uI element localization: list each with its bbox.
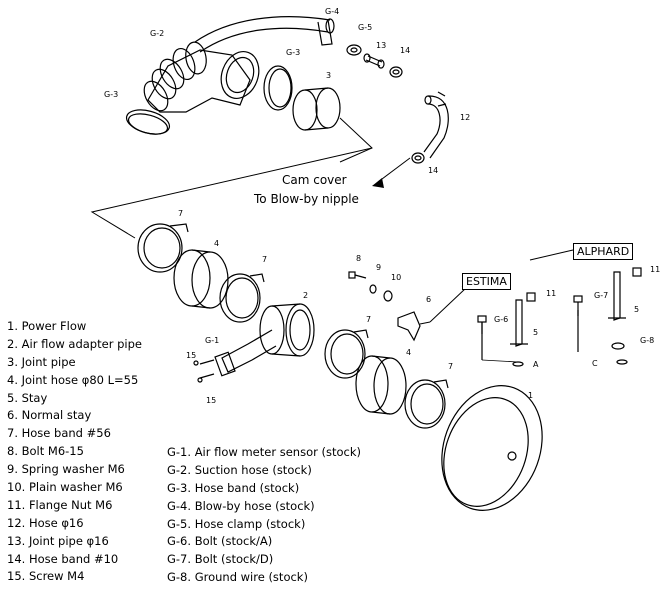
callout-2: 2 xyxy=(303,291,308,300)
hose-clamp xyxy=(346,44,362,56)
legend-item: 8. Bolt M6-15 xyxy=(7,444,84,459)
legend-item: G-6. Bolt (stock/A) xyxy=(167,534,273,549)
callout-11a: 11 xyxy=(546,289,556,298)
legend-item: 5. Stay xyxy=(7,390,48,405)
callout-3: 3 xyxy=(326,71,331,80)
blow-by-hose xyxy=(194,16,335,53)
flange-nut-b xyxy=(632,267,642,277)
callout-g8: G-8 xyxy=(640,336,654,345)
callout-12: 12 xyxy=(460,113,470,122)
callout-6: 6 xyxy=(426,295,431,304)
callout-15a: 15 xyxy=(186,351,196,360)
callout-g1: G-1 xyxy=(205,336,219,345)
legend-item: G-3. Hose band (stock) xyxy=(167,480,300,495)
callout-7a: 7 xyxy=(178,209,183,218)
callout-c: C xyxy=(592,359,598,368)
hose-band-56-b xyxy=(219,273,265,323)
stay-estima xyxy=(481,299,528,367)
callout-14b: 14 xyxy=(428,166,438,175)
parts-legend: 1. Power Flow 2. Air flow adapter pipe 3… xyxy=(7,318,142,586)
normal-stay xyxy=(397,311,421,342)
legend-item: 15. Screw M4 xyxy=(7,569,85,584)
vehicle-label-estima: ESTIMA xyxy=(462,273,511,290)
cam-cover-note: Cam cover xyxy=(282,173,347,187)
callout-7d: 7 xyxy=(448,362,453,371)
legend-item: G-2. Suction hose (stock) xyxy=(167,462,312,477)
legend-item: G-4. Blow-by hose (stock) xyxy=(167,498,315,513)
callout-5a: 5 xyxy=(533,328,538,337)
legend-item: 12. Hose φ16 xyxy=(7,515,84,530)
stock-hose-band-right xyxy=(263,65,293,111)
callout-10: 10 xyxy=(391,273,401,282)
plain-washer xyxy=(383,290,393,302)
suction-hose xyxy=(143,41,260,113)
legend-item: 6. Normal stay xyxy=(7,408,92,423)
callout-g5: G-5 xyxy=(358,23,372,32)
flange-nut-a xyxy=(526,292,536,302)
blow-by-note: To Blow-by nipple xyxy=(253,192,359,206)
legend-item: 2. Air flow adapter pipe xyxy=(7,336,142,351)
hose-band-56-c xyxy=(324,329,369,379)
callout-5b: 5 xyxy=(634,305,639,314)
callout-g7: G-7 xyxy=(594,291,608,300)
callout-g6: G-6 xyxy=(494,315,508,324)
legend-item: 11. Flange Nut M6 xyxy=(7,497,113,512)
callout-11b: 11 xyxy=(650,265,660,274)
small-hose xyxy=(423,91,449,159)
legend-item: G-5. Hose clamp (stock) xyxy=(167,516,306,531)
air-flow-adapter-pipe xyxy=(221,303,315,373)
guide-line xyxy=(90,147,373,239)
legend-item: G-1. Air flow meter sensor (stock) xyxy=(167,445,361,459)
legend-item: 3. Joint pipe xyxy=(7,354,76,369)
callout-4a: 4 xyxy=(214,239,219,248)
air-flow-meter-sensor xyxy=(193,351,236,383)
callout-8: 8 xyxy=(356,254,361,263)
stock-hose-band-left xyxy=(125,109,171,135)
callout-g4: G-4 xyxy=(325,7,339,16)
callout-9: 9 xyxy=(376,263,381,272)
callout-14a: 14 xyxy=(400,46,410,55)
arrow-icon xyxy=(372,178,384,188)
joint-hose-a xyxy=(173,249,229,309)
spring-washer xyxy=(369,284,377,294)
legend-item: 13. Joint pipe φ16 xyxy=(7,533,109,548)
legend-item: 9. Spring washer M6 xyxy=(7,462,125,477)
bolt-m6 xyxy=(348,271,367,279)
leader-line xyxy=(339,117,373,163)
callout-7c: 7 xyxy=(366,315,371,324)
legend-item: 7. Hose band #56 xyxy=(7,426,111,441)
stay-alphard xyxy=(577,271,628,365)
legend-item: G-7. Bolt (stock/D) xyxy=(167,552,274,567)
legend-item: 4. Joint hose φ80 L=55 xyxy=(7,372,139,387)
legend-item: 1. Power Flow xyxy=(7,319,87,333)
small-hose-band xyxy=(389,66,403,78)
small-joint-pipe xyxy=(363,53,385,69)
bolt-stock-d xyxy=(573,295,583,316)
callout-13: 13 xyxy=(376,41,386,50)
callout-7b: 7 xyxy=(262,255,267,264)
callout-1: 1 xyxy=(528,391,533,400)
legend-item: 10. Plain washer M6 xyxy=(7,480,123,495)
hose-band-56-a xyxy=(137,223,189,273)
power-flow-filter xyxy=(441,385,543,511)
callout-4b: 4 xyxy=(406,348,411,357)
joint-hose-b xyxy=(355,355,407,415)
callout-15b: 15 xyxy=(206,396,216,405)
callout-g3b: G-3 xyxy=(104,90,118,99)
callout-a: A xyxy=(533,360,539,369)
callout-g3a: G-3 xyxy=(286,48,300,57)
vehicle-label-alphard: ALPHARD xyxy=(573,243,634,260)
joint-pipe xyxy=(292,87,341,131)
stock-parts-legend: G-1. Air flow meter sensor (stock) G-2. … xyxy=(167,444,361,587)
callout-g2: G-2 xyxy=(150,29,164,38)
legend-item: G-8. Ground wire (stock) xyxy=(167,570,308,585)
legend-item: 14. Hose band #10 xyxy=(7,551,119,566)
small-hose-band-lower xyxy=(411,152,425,164)
hose-band-56-d xyxy=(404,379,449,429)
bolt-stock-a xyxy=(477,315,487,334)
